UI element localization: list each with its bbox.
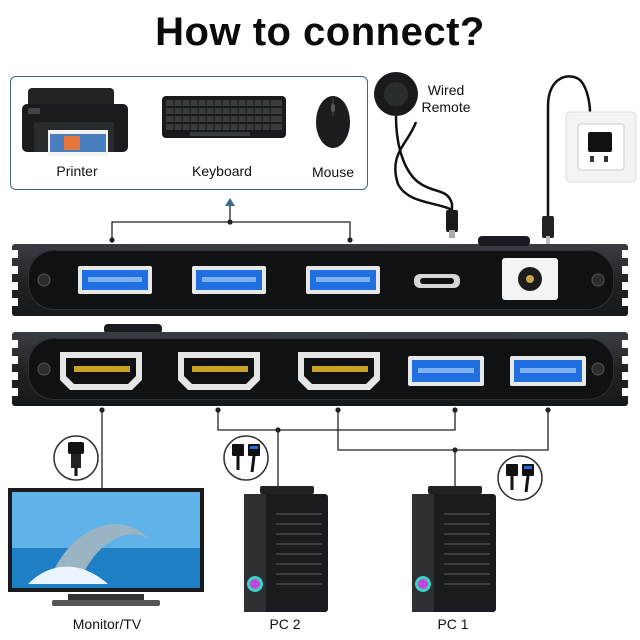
- keyboard-icon: [162, 96, 286, 138]
- front-ports: [12, 250, 628, 306]
- hdmi-cable-icon: [53, 435, 99, 481]
- printer-icon: [22, 88, 128, 156]
- switch-button-bottom: [104, 324, 162, 334]
- usb-cable-icon-pc2: [223, 435, 269, 481]
- remote-label: Wired Remote: [416, 82, 476, 116]
- pc2-label: PC 2: [269, 616, 301, 632]
- printer-label: Printer: [56, 163, 98, 179]
- usb-cable-icon-pc1: [497, 455, 543, 501]
- pc1-tower-icon: [412, 486, 496, 612]
- mouse-label: Mouse: [311, 164, 355, 180]
- remote-label-line1: Wired: [427, 82, 465, 98]
- wired-remote-icon: [374, 72, 458, 238]
- remote-label-line2: Remote: [421, 99, 471, 115]
- keyboard-label: Keyboard: [192, 163, 252, 179]
- back-ports: [12, 340, 628, 396]
- monitor-icon: [8, 488, 204, 606]
- pc2-tower-icon: [244, 486, 328, 612]
- mouse-icon: [316, 96, 350, 148]
- pc1-label: PC 1: [437, 616, 469, 632]
- monitor-label: Monitor/TV: [72, 616, 142, 632]
- page-title: How to connect?: [155, 10, 485, 54]
- switch-button-top: [478, 236, 530, 246]
- power-adapter-icon: [542, 75, 637, 244]
